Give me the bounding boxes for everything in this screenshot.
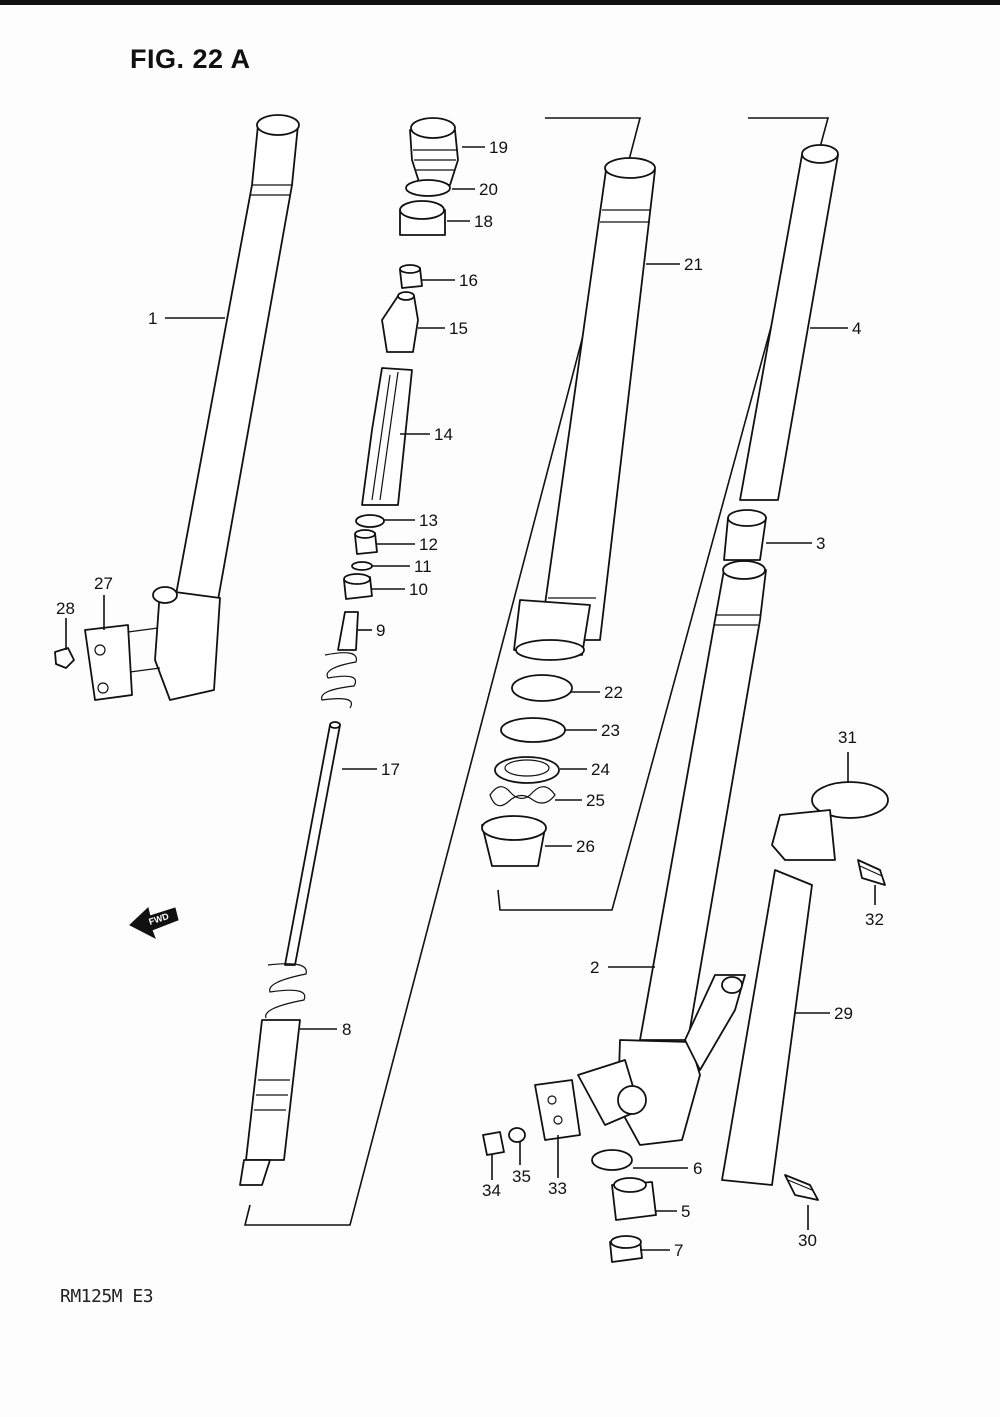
part-28-nut: [54, 647, 75, 669]
part-17-damper-rod: [284, 721, 341, 966]
part-31-guard-clamp: [771, 781, 889, 861]
callout-13: 13: [419, 511, 438, 530]
part-24-oil-seal: [494, 756, 560, 784]
callout-25: 25: [586, 791, 605, 810]
part-34-bolt: [482, 1131, 505, 1156]
callout-17: 17: [381, 760, 400, 779]
callout-27: 27: [94, 574, 113, 593]
callout-2: 2: [590, 958, 599, 977]
callout-7: 7: [674, 1241, 683, 1260]
part-8-cylinder-spring: [239, 963, 307, 1186]
part-15-piston-holder: [381, 291, 419, 353]
part-1-outer-tube: [174, 114, 300, 601]
callout-30: 30: [798, 1231, 817, 1250]
figure-title: FIG. 22 A: [130, 44, 251, 74]
leader-lines: [65, 146, 876, 1251]
part-9-rebound-spring: [321, 611, 359, 709]
part-29-fork-guard: [721, 869, 813, 1186]
part-5-bolt: [611, 1177, 657, 1221]
callout-29: 29: [834, 1004, 853, 1023]
part-33-axle-holder: [534, 1079, 581, 1141]
part-16-nut: [399, 264, 423, 289]
callout-5: 5: [681, 1202, 690, 1221]
top-border-rule: [0, 0, 1000, 5]
callout-1: 1: [148, 309, 157, 328]
part-13-washer: [355, 514, 385, 528]
callout-3: 3: [816, 534, 825, 553]
callout-21: 21: [684, 255, 703, 274]
callout-6: 6: [693, 1159, 702, 1178]
callout-labels: 1 2 3 4 5 6 7 8 9 10 11 12 13 14 15 16 1…: [56, 138, 884, 1260]
callout-22: 22: [604, 683, 623, 702]
part-23-washer: [500, 717, 566, 743]
callout-20: 20: [479, 180, 498, 199]
part-30-bolt: [784, 1174, 819, 1201]
callout-9: 9: [376, 621, 385, 640]
part-35-washer: [508, 1127, 526, 1143]
callout-23: 23: [601, 721, 620, 740]
callout-35: 35: [512, 1167, 531, 1186]
callout-18: 18: [474, 212, 493, 231]
part-20-o-ring: [405, 179, 451, 197]
callout-10: 10: [409, 580, 428, 599]
part-6-gasket: [591, 1149, 633, 1171]
part-21-inner-tube: [513, 157, 656, 661]
callout-24: 24: [591, 760, 610, 779]
part-25-stopper-ring: [489, 786, 556, 807]
callout-11: 11: [414, 557, 432, 576]
part-4-inner-tube-right: [739, 144, 839, 501]
callout-16: 16: [459, 271, 478, 290]
part-18-collar: [399, 200, 446, 236]
callout-32: 32: [865, 910, 884, 929]
outer-tube-parts-bracket: [497, 117, 830, 911]
callout-15: 15: [449, 319, 468, 338]
fwd-arrow-icon: FWD: [129, 907, 179, 940]
part-2-outer-tube-right: [577, 560, 767, 1146]
callout-34: 34: [482, 1181, 501, 1200]
part-12-nut: [354, 529, 378, 555]
callout-33: 33: [548, 1179, 567, 1198]
callout-12: 12: [419, 535, 438, 554]
callout-14: 14: [434, 425, 453, 444]
callout-19: 19: [489, 138, 508, 157]
inner-parts-bracket: [243, 117, 642, 1226]
callout-4: 4: [852, 319, 861, 338]
part-32-bolt: [857, 859, 886, 886]
part-11-ring: [351, 561, 373, 571]
part-22-bushing: [511, 674, 573, 702]
callout-8: 8: [342, 1020, 351, 1039]
callout-26: 26: [576, 837, 595, 856]
callout-28: 28: [56, 599, 75, 618]
model-code: RM125M E3: [60, 1286, 154, 1307]
part-19-fork-cap: [409, 117, 459, 186]
part-10-locknut: [343, 573, 373, 600]
part-26-dust-seal: [481, 815, 547, 867]
part-3-bushing: [723, 509, 767, 561]
callout-31: 31: [838, 728, 857, 747]
part-27-axle-holder: [84, 586, 221, 701]
part-14-spacer: [361, 367, 413, 506]
part-7-cap: [609, 1235, 643, 1263]
